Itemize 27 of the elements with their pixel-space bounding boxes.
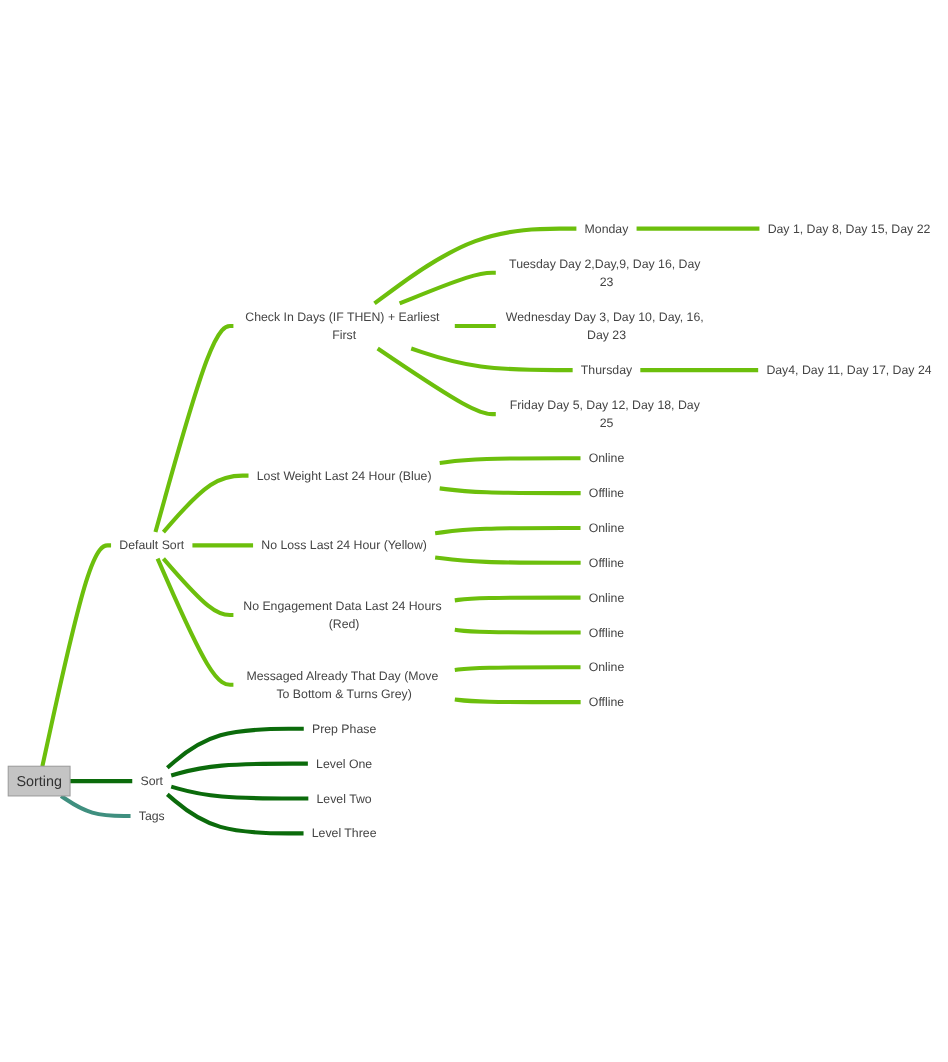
connector	[59, 794, 131, 818]
connector	[170, 761, 308, 778]
connector	[434, 555, 581, 565]
connector	[454, 595, 581, 603]
connector	[192, 543, 254, 548]
connector	[376, 346, 496, 417]
connector	[40, 543, 112, 767]
connector	[161, 473, 249, 534]
connector	[636, 226, 760, 231]
connector	[454, 665, 581, 673]
connector	[155, 557, 234, 687]
connector	[398, 270, 496, 306]
connector	[640, 368, 759, 373]
connector	[454, 697, 581, 705]
connector	[70, 779, 133, 784]
connector	[454, 627, 581, 635]
connector	[166, 792, 304, 836]
connector	[439, 486, 581, 496]
connector	[166, 726, 304, 770]
connector	[373, 226, 577, 306]
connector	[439, 456, 581, 465]
connector	[161, 557, 234, 618]
connector	[170, 784, 309, 801]
connector	[434, 525, 581, 536]
connector	[153, 323, 234, 533]
connector	[454, 323, 496, 329]
connector	[410, 346, 573, 373]
